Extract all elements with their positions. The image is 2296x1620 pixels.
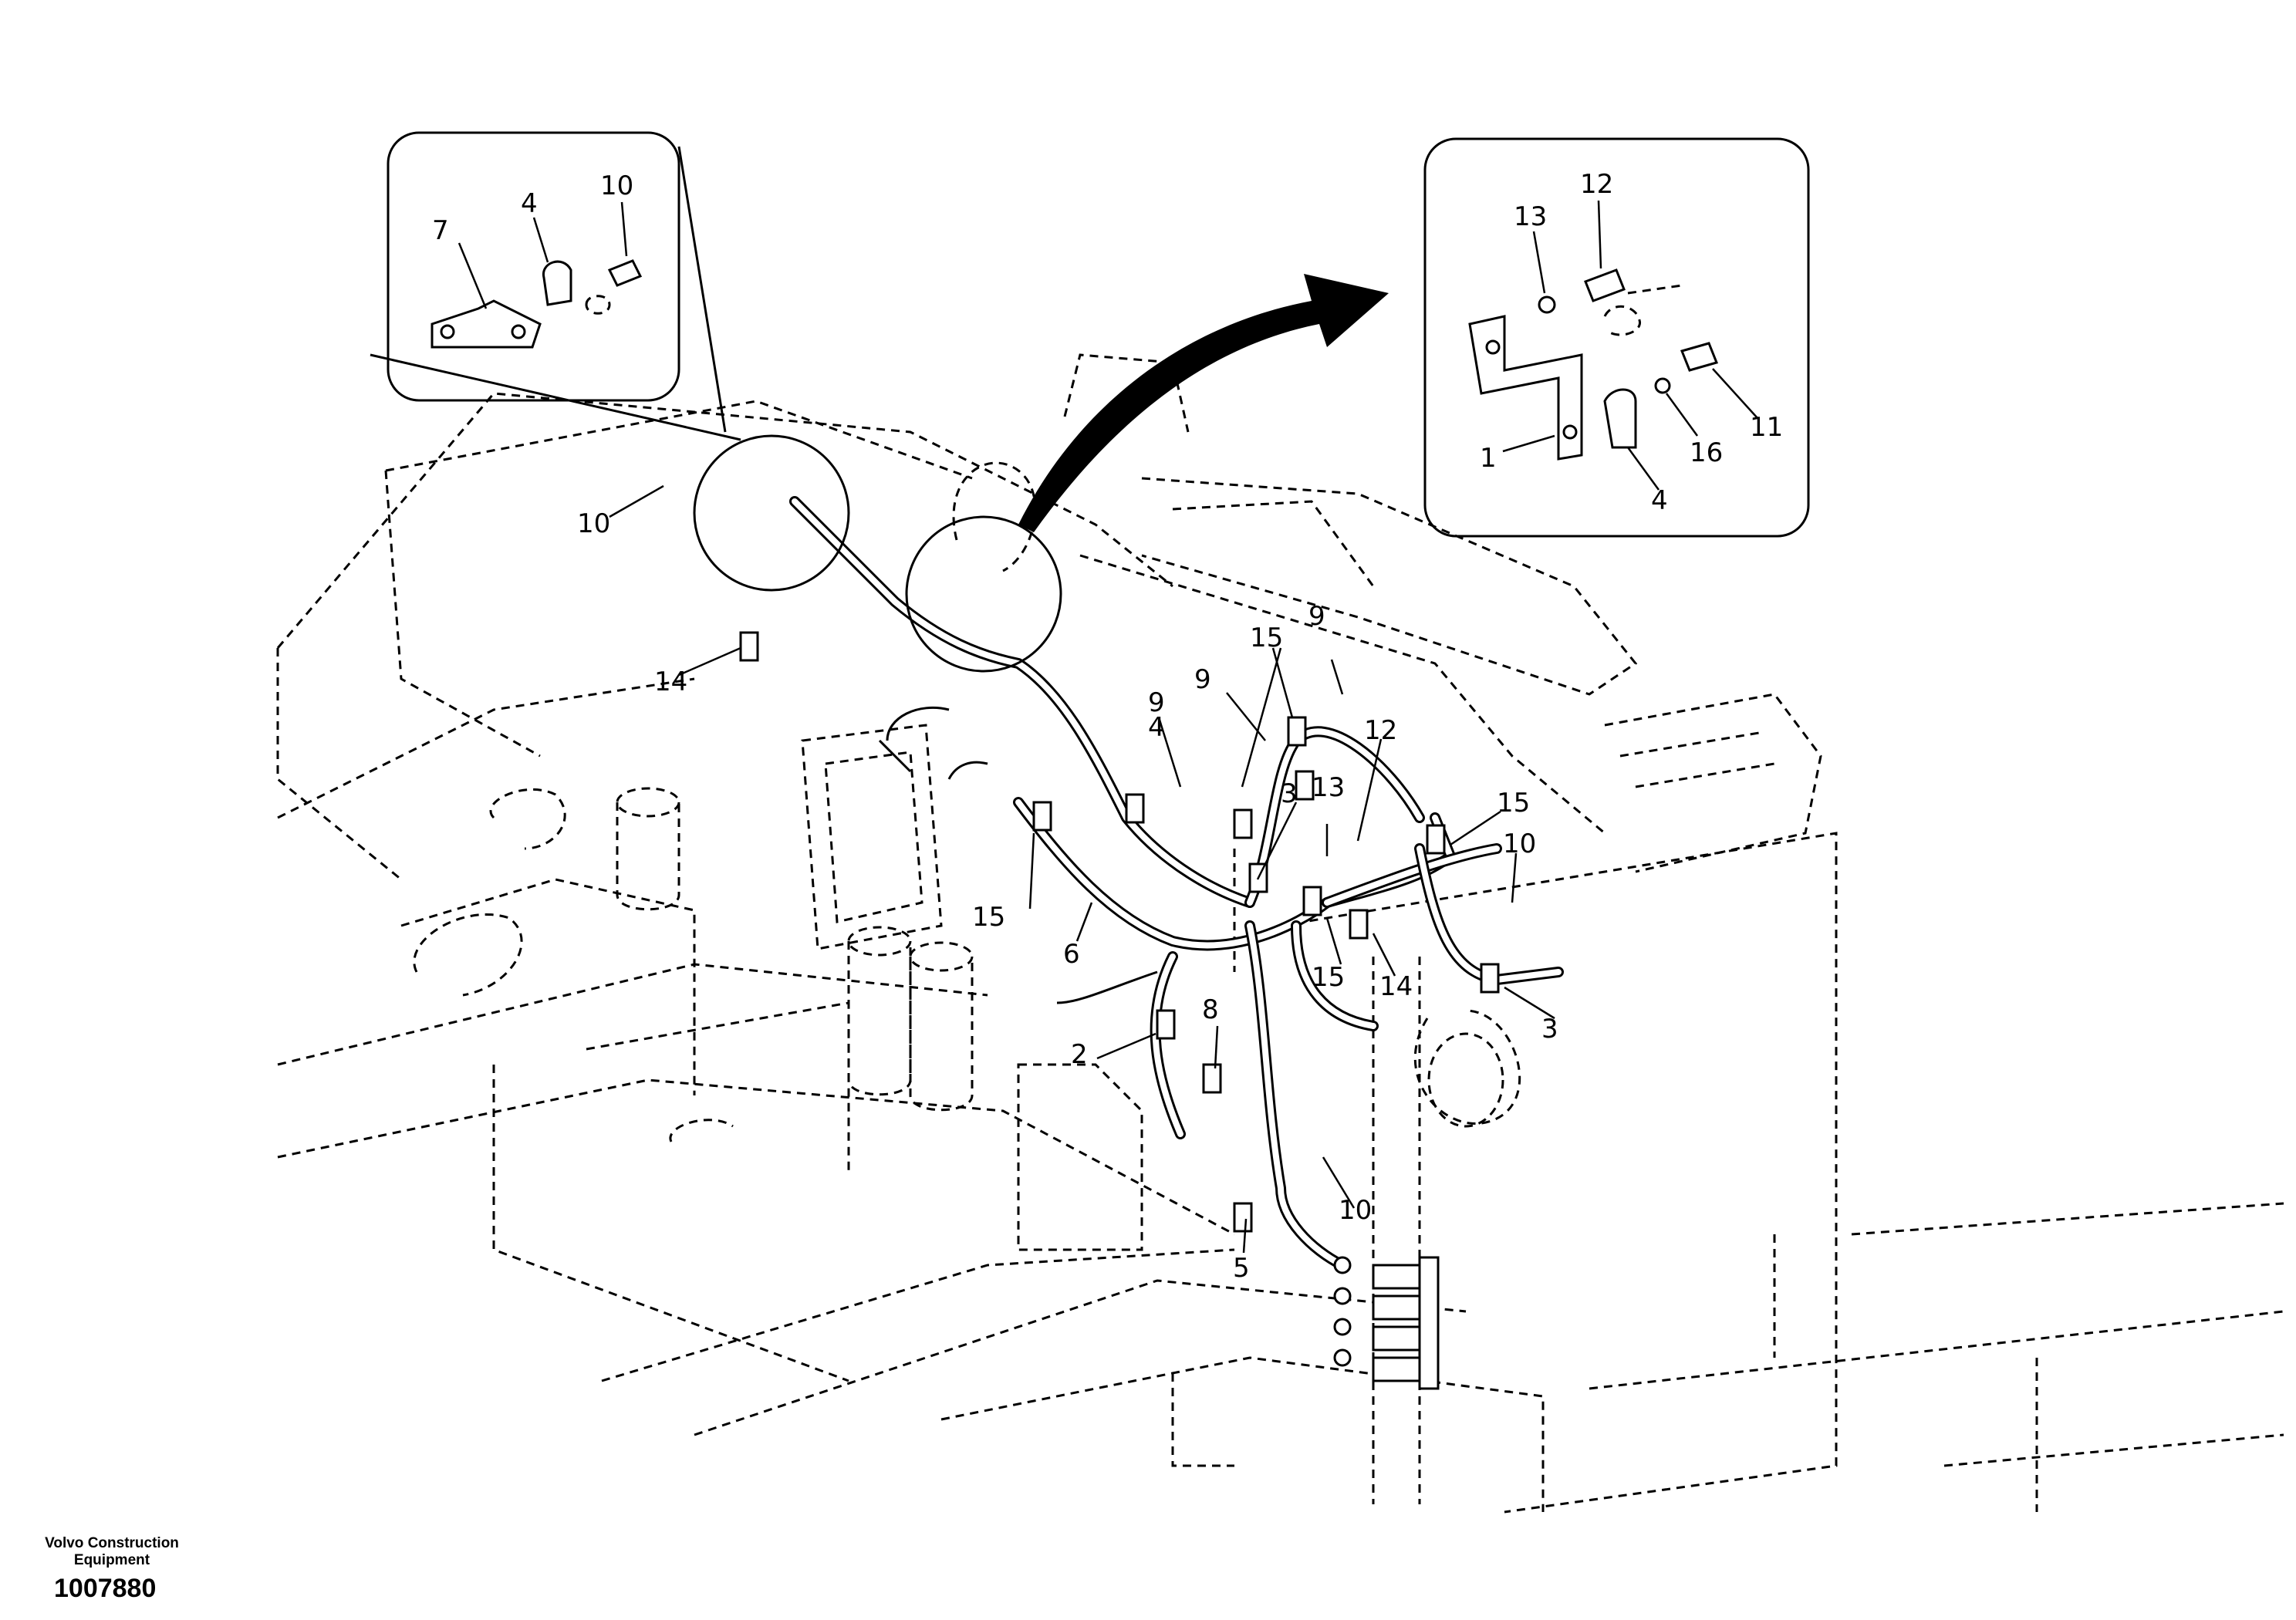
callout-13-a: 13	[1312, 772, 1345, 803]
detail-arrow	[1018, 274, 1389, 532]
callout-15-a: 15	[1250, 623, 1283, 653]
callout-12-a: 12	[1364, 715, 1397, 746]
callout-5: 5	[1233, 1253, 1250, 1284]
callout-3-b: 3	[1541, 1014, 1558, 1045]
inset-panel-right	[1423, 137, 1810, 538]
brand-caption: Volvo Construction Equipment	[45, 1535, 179, 1568]
harness-clamps	[739, 631, 1500, 1233]
callout-1: 1	[1480, 443, 1497, 474]
callout-10-c: 10	[1339, 1195, 1372, 1226]
detail-circle-left	[693, 434, 850, 592]
callout-15-d: 15	[1312, 962, 1345, 993]
leader-lines	[458, 200, 1758, 1254]
connector-block	[1333, 1256, 1440, 1390]
inset-panel-left	[387, 131, 680, 402]
callout-12-inset-right: 12	[1580, 169, 1613, 200]
callout-10-a: 10	[577, 508, 610, 539]
machine-frame-outline	[276, 353, 2284, 1514]
callout-14-b: 14	[1379, 971, 1413, 1002]
callout-14-a: 14	[654, 667, 687, 697]
callout-6: 6	[1063, 939, 1080, 970]
callout-15-c: 15	[972, 902, 1005, 933]
callout-9-c: 9	[1148, 687, 1165, 718]
callout-numbers: 7 4 10 13 12 11 16 1 4 10 14 15 9 9 4 9 …	[432, 169, 1783, 1284]
callout-9-b: 9	[1194, 664, 1211, 695]
callout-3-a: 3	[1281, 778, 1298, 809]
callout-11: 11	[1750, 412, 1783, 443]
callout-13-inset-right: 13	[1514, 201, 1547, 232]
callout-2: 2	[1071, 1039, 1088, 1070]
detail-circle-right	[905, 515, 1062, 673]
callout-4-a: 4	[1148, 712, 1165, 743]
callout-8: 8	[1202, 994, 1219, 1025]
callout-7: 7	[432, 215, 449, 246]
callout-4-inset-left: 4	[521, 188, 538, 219]
callout-4-inset-right: 4	[1651, 485, 1668, 516]
callout-9-a: 9	[1308, 601, 1325, 632]
callout-15-b: 15	[1497, 788, 1530, 818]
drawing-number: 1007880	[54, 1574, 157, 1603]
callout-16: 16	[1690, 437, 1723, 468]
callout-10-b: 10	[1503, 829, 1536, 859]
callout-10-inset-left: 10	[600, 170, 633, 201]
main-wiring-harness	[789, 496, 1564, 1271]
